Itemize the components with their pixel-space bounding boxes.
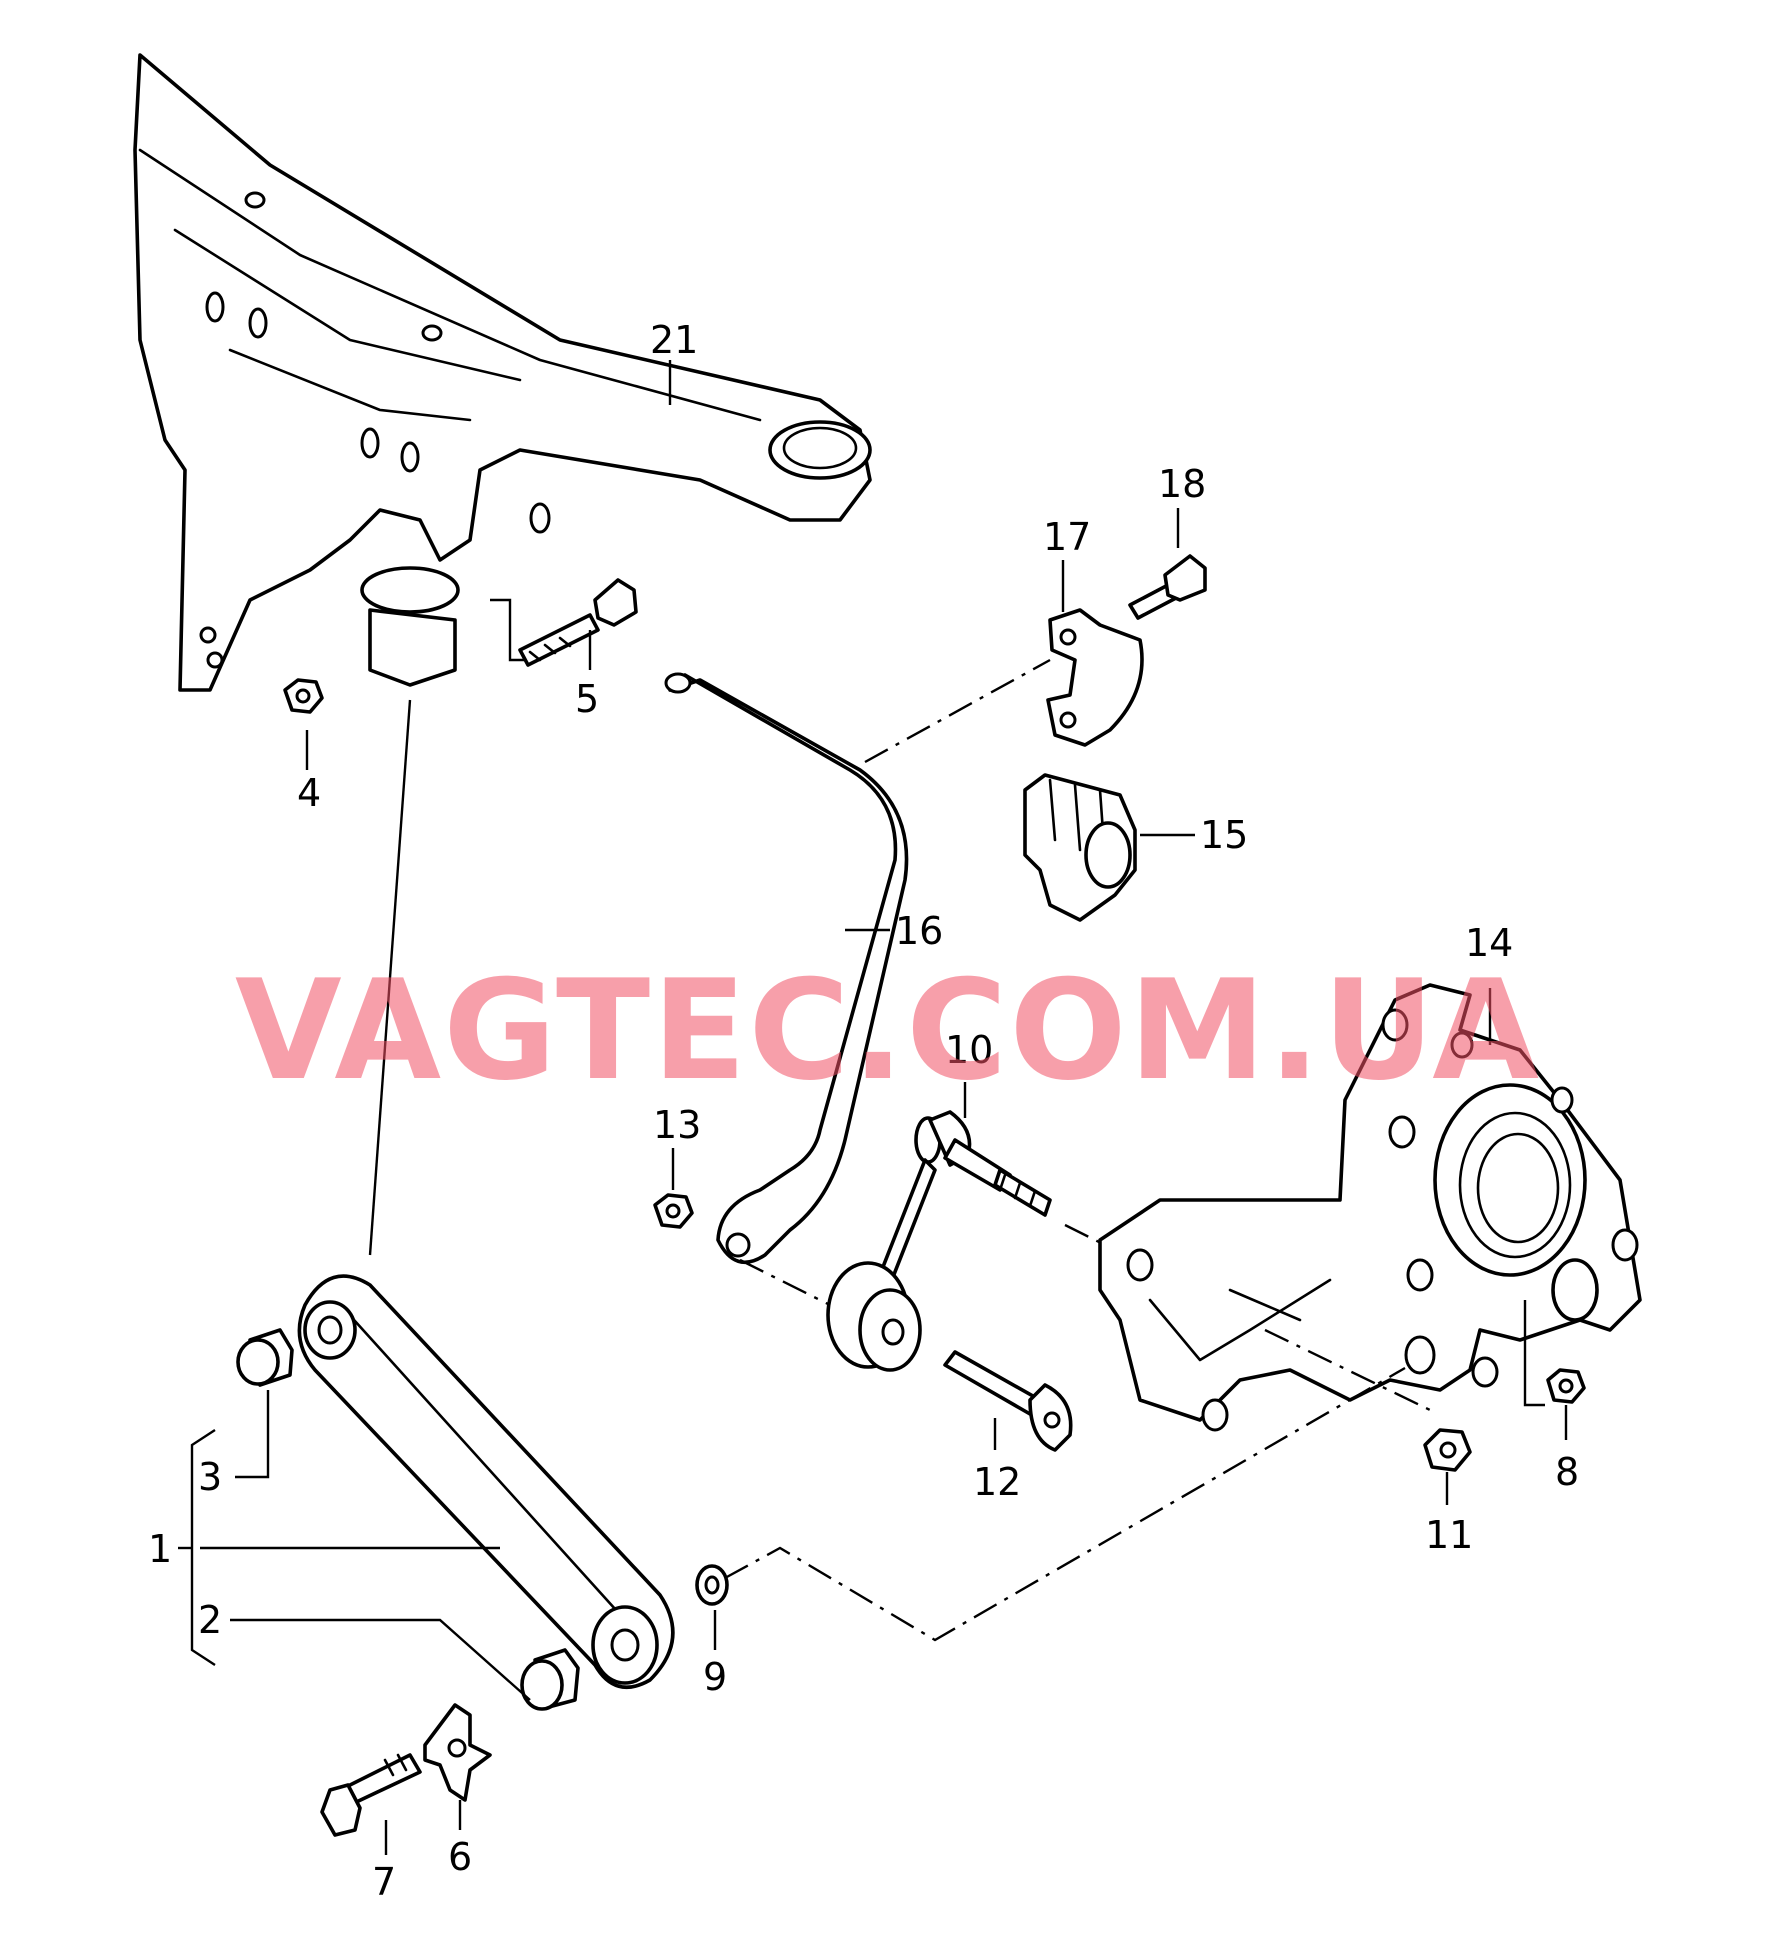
callout-6: 6 (448, 1835, 472, 1879)
callout-2: 2 (198, 1598, 222, 1642)
part-15-rubber-bush (1023, 773, 1137, 922)
part-2-bonded-rubber-bush (520, 1648, 580, 1711)
callout-13: 13 (653, 1103, 701, 1147)
callout-10: 10 (945, 1028, 993, 1072)
part-21-subframe (133, 53, 872, 692)
part-12-bolt (943, 1350, 1073, 1452)
part-1-transverse-link (297, 1274, 675, 1690)
callout-labels: 21 18 17 5 4 15 16 14 10 13 12 8 11 3 1 … (148, 318, 1579, 1904)
part-11-nut (1423, 1428, 1472, 1472)
part-17-clamp (1046, 608, 1144, 747)
part-5-bolt (518, 578, 638, 667)
part-9-washer (695, 1564, 729, 1606)
callout-12: 12 (973, 1460, 1021, 1504)
part-18-bolt (1128, 554, 1207, 620)
part-3-bonded-rubber-bush (236, 1328, 294, 1387)
callout-8: 8 (1555, 1450, 1579, 1494)
callout-15: 15 (1200, 813, 1248, 857)
callout-21: 21 (650, 318, 698, 362)
part-7-bolt (320, 1753, 422, 1837)
callout-14: 14 (1465, 921, 1513, 965)
part-14-wheel-bearing-housing (1098, 983, 1642, 1432)
callout-17: 17 (1043, 515, 1091, 559)
part-16-stabilizer-bar (664, 672, 909, 1265)
callout-1: 1 (148, 1527, 172, 1571)
watermark-text: VAGTEC.COM.UA (234, 950, 1542, 1111)
callout-4: 4 (297, 771, 321, 815)
callout-18: 18 (1158, 462, 1206, 506)
part-6-eccentric-washer (423, 1703, 492, 1802)
callout-5: 5 (575, 677, 599, 721)
part-8-nut (1546, 1368, 1586, 1404)
callout-3: 3 (198, 1455, 222, 1499)
part-13-nut (653, 1193, 694, 1229)
callout-16: 16 (895, 909, 943, 953)
part-4-nut (283, 678, 324, 714)
callout-11: 11 (1425, 1513, 1473, 1557)
part-10-coupling-rod (826, 1110, 1052, 1372)
callout-9: 9 (703, 1655, 727, 1699)
leader-lines (178, 360, 1568, 1855)
assembly-lines (724, 658, 1431, 1642)
callout-7: 7 (372, 1860, 396, 1904)
